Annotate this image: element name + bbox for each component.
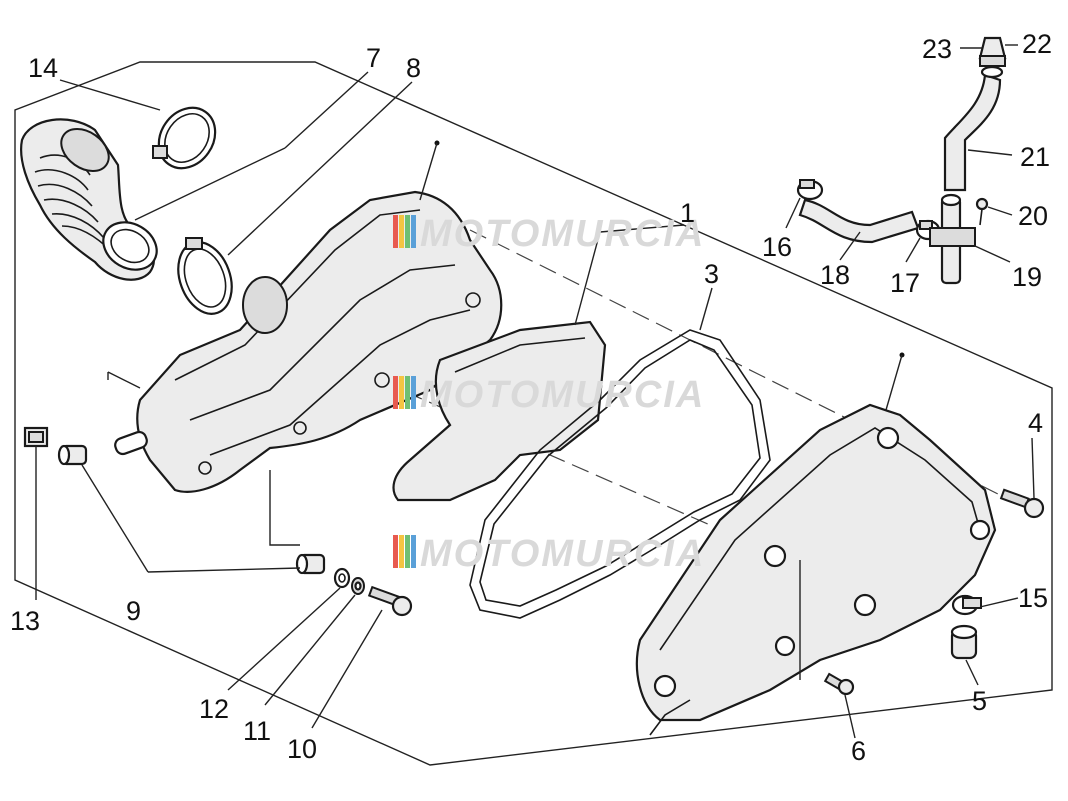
callout-4: 4: [1028, 408, 1043, 438]
part-5-cap: [950, 624, 978, 660]
air-box-cover: [635, 352, 997, 736]
part-15-clamp: [951, 594, 982, 616]
part-21-breather-tube: [943, 73, 1002, 192]
part-7-intake-duct: [20, 118, 158, 281]
watermark-2: MOTOMURCIA: [393, 374, 705, 416]
air-box-housing: [114, 140, 503, 493]
watermark-text-1: MOTOMURCIA: [420, 213, 705, 255]
callout-13: 13: [10, 606, 40, 636]
callout-19: 19: [1012, 262, 1042, 292]
callout-12: 12: [199, 694, 229, 724]
watermark-3: MOTOMURCIA: [393, 533, 705, 575]
watermark-text-3: MOTOMURCIA: [420, 533, 705, 575]
callout-8: 8: [406, 53, 421, 83]
assembly-outline: [14, 61, 1053, 766]
callout-7: 7: [366, 43, 381, 73]
part-9-spacer-lower: [295, 553, 326, 575]
part-16-clamp: [796, 179, 824, 201]
callout-23: 23: [922, 34, 952, 64]
part-19-breather-valve: [929, 193, 976, 285]
callout-16: 16: [762, 232, 792, 262]
part-18-breather-hose: [798, 198, 920, 244]
callout-17: 17: [890, 268, 920, 298]
callout-10: 10: [287, 734, 317, 764]
leader-lines: [35, 44, 1035, 739]
part-12-washer: [333, 567, 351, 589]
callout-3: 3: [704, 259, 719, 289]
callout-6: 6: [851, 736, 866, 766]
callout-22: 22: [1022, 29, 1052, 59]
callout-14: 14: [28, 53, 58, 83]
part-10-bolt: [367, 585, 413, 617]
callout-11: 11: [243, 716, 271, 746]
part-6-screw: [823, 672, 855, 696]
part-4-screw: [999, 488, 1045, 519]
callout-18: 18: [820, 260, 850, 290]
callout-labels: 14 7 8 1 3 4 15 5 6 9 12 11 10 13 16 18 …: [10, 29, 1052, 766]
part-22-cap: [978, 36, 1007, 67]
part-23-clip: [980, 65, 1004, 79]
watermark-text-2: MOTOMURCIA: [420, 374, 705, 416]
assembly-outline-inner: [107, 371, 141, 389]
part-3-gasket: [469, 329, 771, 619]
callout-5: 5: [972, 686, 987, 716]
part-14-hose-clamp: [152, 106, 217, 170]
part-20-screw: [975, 197, 989, 226]
callout-9: 9: [126, 596, 141, 626]
callout-15: 15: [1018, 583, 1048, 613]
part-11-washer: [351, 577, 365, 595]
part-13-nut-clip: [23, 426, 49, 448]
part-9-spacer-upper: [57, 444, 88, 466]
callout-20: 20: [1018, 201, 1048, 231]
callout-21: 21: [1020, 142, 1050, 172]
callout-1: 1: [680, 198, 695, 228]
assembly-bracket-9: [269, 470, 300, 546]
watermark-1: MOTOMURCIA: [393, 213, 705, 255]
part-8-hose-clamp: [177, 237, 233, 315]
